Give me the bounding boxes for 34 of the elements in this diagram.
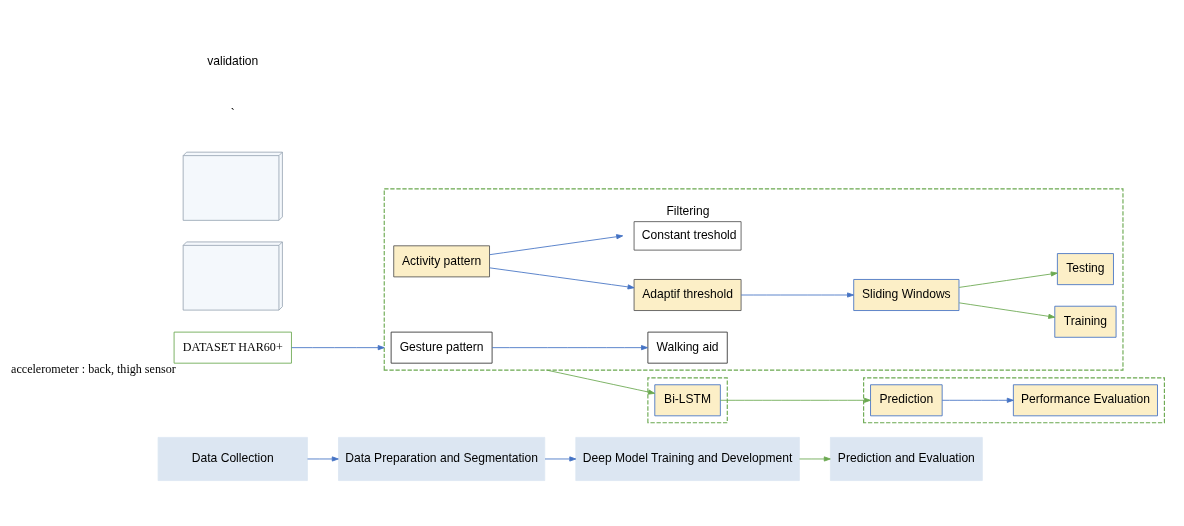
arrow — [958, 270, 1058, 288]
node-box: Data Collection — [157, 436, 308, 481]
arrow — [544, 455, 577, 461]
arrow — [720, 397, 871, 403]
node-box: Adaptif threshold — [633, 278, 742, 311]
node-box: Performance Evaluation — [1012, 383, 1158, 416]
arrow — [489, 233, 624, 255]
node-box: Deep Model Training and Development — [575, 436, 800, 481]
node-box: Prediction — [870, 383, 943, 416]
node-label: accelerometer : back, thigh sensor — [11, 361, 176, 376]
arrow — [307, 455, 339, 461]
node-box: Sliding Windows — [853, 278, 960, 311]
node-box: Testing — [1056, 252, 1114, 285]
node-box: Constant treshold — [633, 220, 742, 251]
arrow — [489, 266, 635, 289]
node-label: Filtering — [666, 203, 710, 218]
arrow — [799, 455, 831, 461]
node-box: Walking aid — [647, 331, 728, 364]
node-box: Training — [1054, 305, 1117, 338]
node-box: Gesture pattern — [390, 331, 493, 364]
node-box: Activity pattern — [393, 244, 490, 277]
node-box: Data Preparation and Segmentation — [338, 436, 546, 481]
label: validation — [207, 53, 259, 68]
node-box: Prediction and Evaluation — [830, 436, 983, 481]
label: ` — [230, 106, 235, 121]
arrow — [958, 301, 1056, 319]
node-box: DATASET HAR60+ — [173, 331, 292, 364]
arrow — [491, 344, 648, 350]
arrow — [740, 291, 854, 298]
arrow — [941, 397, 1014, 403]
cluster — [383, 187, 1124, 371]
arrow — [291, 344, 385, 350]
node-box: Bi-LSTM — [654, 383, 721, 416]
arrow — [546, 369, 655, 395]
